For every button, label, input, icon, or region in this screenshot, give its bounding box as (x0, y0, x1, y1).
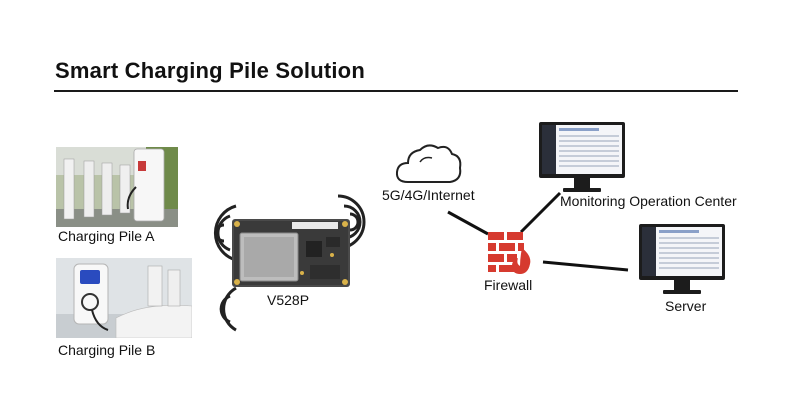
link-firewall-server (542, 260, 629, 272)
server-label: Server (665, 298, 707, 314)
v528p-label: V528P (267, 292, 310, 308)
network-label: 5G/4G/Internet (382, 187, 475, 203)
firewall-label: Firewall (484, 277, 533, 293)
server-monitor-icon (639, 224, 725, 294)
link-firewall-monitoring (519, 191, 562, 234)
v528p-board-image (232, 219, 350, 287)
wireless-signal-left-upper-icon (213, 204, 237, 262)
monitoring-center-label: Monitoring Operation Center (560, 193, 737, 209)
title-underline (54, 90, 738, 92)
charging-pile-a-photo (56, 147, 178, 227)
page-title: Smart Charging Pile Solution (55, 58, 365, 83)
cloud-icon (395, 144, 462, 183)
wireless-signal-left-lower-icon (219, 286, 237, 332)
link-network-firewall (447, 210, 489, 236)
charging-pile-b-photo (56, 258, 192, 338)
monitoring-center-monitor-icon (539, 122, 625, 192)
charging-pile-a-label: Charging Pile A (58, 228, 155, 244)
firewall-icon (488, 232, 531, 274)
charging-pile-b-label: Charging Pile B (58, 342, 156, 358)
